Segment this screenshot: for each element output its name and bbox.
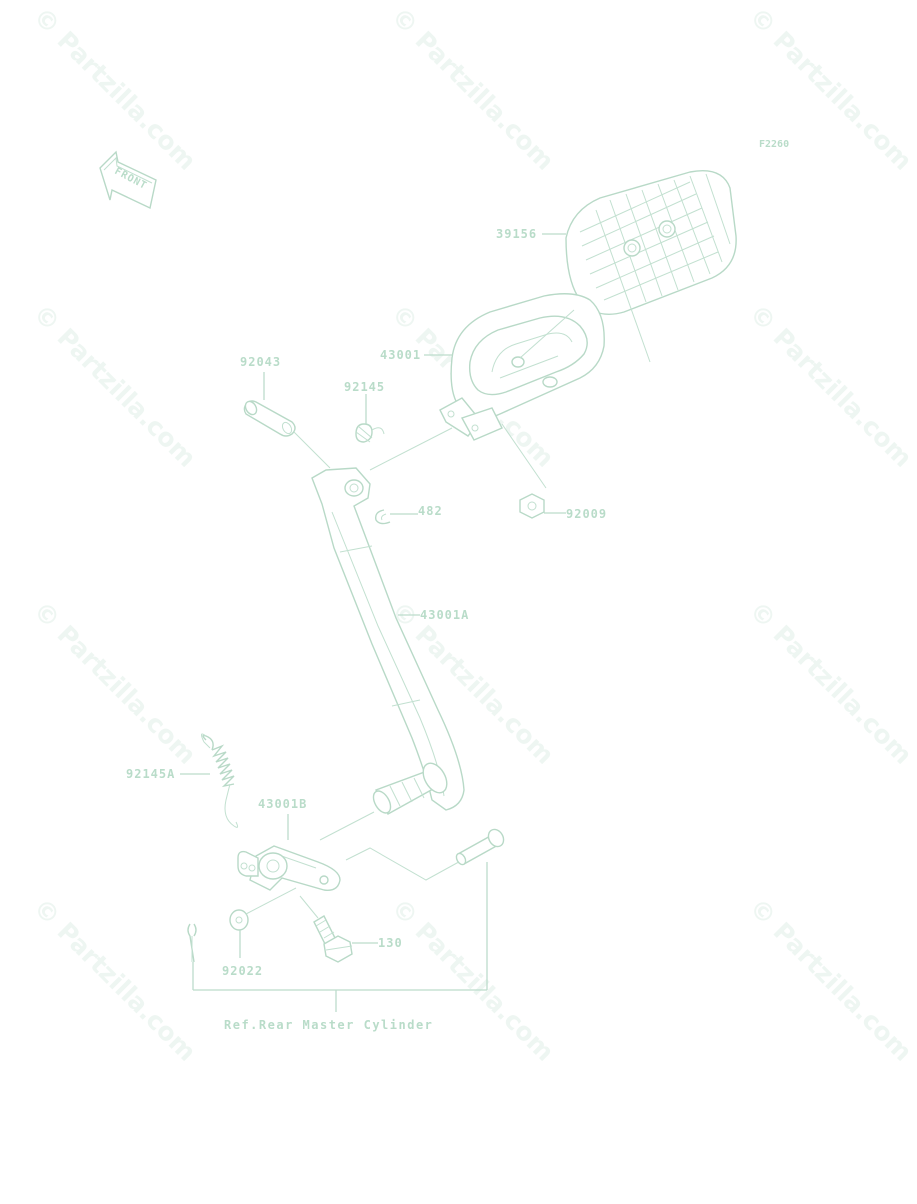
flange-bolt bbox=[313, 915, 353, 963]
pad-stud bbox=[623, 239, 641, 257]
part-label-43001B: 43001B bbox=[258, 797, 307, 811]
watermark: © Partzilla.com bbox=[28, 299, 202, 473]
part-label-92009: 92009 bbox=[566, 507, 607, 521]
pivot-pin bbox=[243, 400, 296, 437]
pedal-rubber-pad bbox=[565, 170, 737, 363]
reference-note: Ref.Rear Master Cylinder bbox=[224, 1018, 433, 1032]
part-label-39156: 39156 bbox=[496, 227, 537, 241]
part-label-43001A: 43001A bbox=[420, 608, 469, 622]
washer bbox=[229, 909, 249, 931]
figure-code: F2260 bbox=[759, 139, 789, 150]
small-spring bbox=[355, 423, 385, 443]
part-label-130: 130 bbox=[378, 936, 403, 950]
clevis-lever bbox=[237, 845, 341, 891]
hex-nut bbox=[519, 493, 545, 519]
watermark: © Partzilla.com bbox=[386, 2, 560, 176]
front-arrow-icon: FRONT bbox=[99, 150, 157, 210]
brake-pedal-arm bbox=[311, 467, 465, 815]
watermark: © Partzilla.com bbox=[28, 893, 202, 1067]
part-label-92043: 92043 bbox=[240, 355, 281, 369]
watermark-layer: © Partzilla.com © Partzilla.com © Partzi… bbox=[28, 2, 917, 1067]
part-label-92145: 92145 bbox=[344, 380, 385, 394]
pedal-tread-plate bbox=[439, 293, 605, 441]
watermark: © Partzilla.com bbox=[28, 596, 202, 770]
reference-bracket bbox=[192, 862, 488, 1012]
part-label-43001: 43001 bbox=[380, 348, 421, 362]
part-label-92145A: 92145A bbox=[126, 767, 175, 781]
watermark: © Partzilla.com bbox=[744, 893, 917, 1067]
return-spring bbox=[200, 733, 239, 828]
pad-stud bbox=[658, 220, 676, 238]
watermark: © Partzilla.com bbox=[28, 2, 202, 176]
circlip bbox=[374, 509, 391, 525]
watermark: © Partzilla.com bbox=[386, 893, 560, 1067]
part-label-482: 482 bbox=[418, 504, 443, 518]
clevis-pin bbox=[455, 828, 505, 866]
watermark: © Partzilla.com bbox=[744, 299, 917, 473]
watermark: © Partzilla.com bbox=[744, 596, 917, 770]
cotter-pin bbox=[187, 923, 197, 963]
part-label-92022: 92022 bbox=[222, 964, 263, 978]
